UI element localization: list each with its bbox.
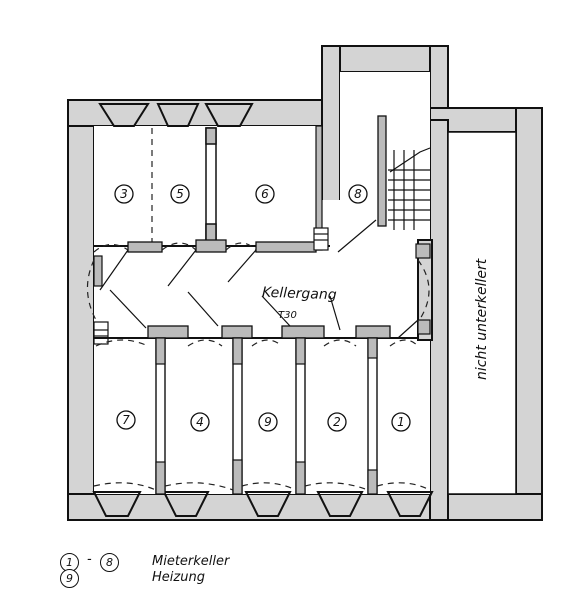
room-8: 8	[348, 184, 368, 204]
unexcavated-area-label: nicht unterkellert	[474, 258, 490, 380]
room-1-label: 1	[397, 415, 405, 429]
legend-range-end: 8	[100, 553, 119, 572]
room-5: 5	[170, 184, 190, 204]
corridor-label: Kellergang	[262, 285, 337, 304]
lower-partitions	[93, 325, 431, 495]
room-2-label: 2	[333, 415, 341, 429]
room-8-label: 8	[354, 187, 362, 201]
room-9: 9	[258, 412, 278, 432]
room-7: 7	[116, 410, 136, 430]
bottom-windows	[92, 491, 434, 517]
room-7-label: 7	[122, 413, 130, 427]
legend-range-dash: -	[87, 552, 92, 567]
room-3: 3	[114, 184, 134, 204]
room-9-label: 9	[264, 415, 272, 429]
top-windows	[98, 103, 254, 127]
legend-tenant-cellar: Mieterkeller	[152, 554, 230, 569]
corridor-door-code: T30	[278, 310, 297, 321]
upper-partitions	[93, 125, 330, 291]
room-1: 1	[391, 412, 411, 432]
legend-heating: Heizung	[152, 570, 205, 585]
room-5-label: 5	[176, 187, 184, 201]
room-6-label: 6	[261, 187, 269, 201]
room-3-label: 3	[120, 187, 128, 201]
legend-heating-number: 9	[60, 569, 79, 588]
room-4: 4	[190, 412, 210, 432]
room-2: 2	[327, 412, 347, 432]
room-6: 6	[255, 184, 275, 204]
room-4-label: 4	[196, 415, 204, 429]
staircase	[337, 115, 431, 253]
